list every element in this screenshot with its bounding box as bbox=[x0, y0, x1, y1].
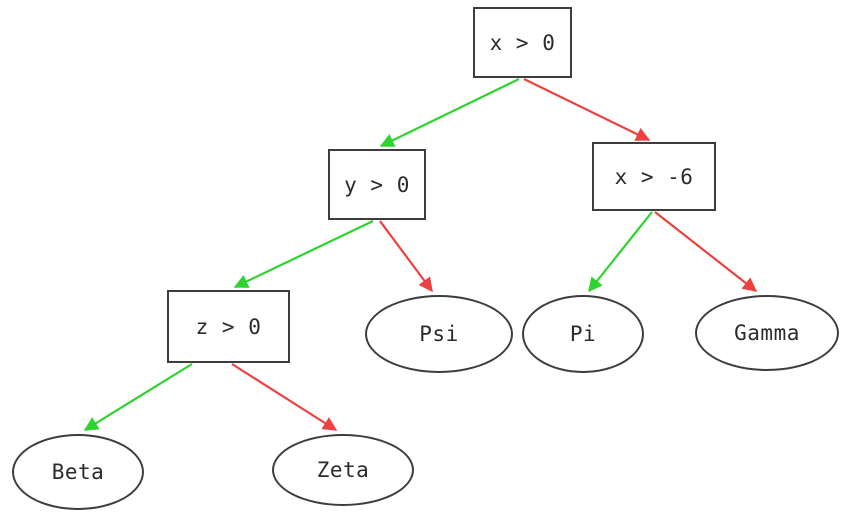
leaf-node-pi: Pi bbox=[522, 295, 644, 373]
decision-node-y-gt-0: y > 0 bbox=[328, 149, 426, 220]
edge-root-to-y-true bbox=[379, 78, 520, 147]
leaf-node-psi: Psi bbox=[365, 295, 513, 373]
edge-z-to-beta-true bbox=[83, 363, 193, 431]
edge-x6-to-pi-true bbox=[588, 211, 653, 293]
leaf-node-beta: Beta bbox=[12, 434, 144, 510]
decision-node-x-gt-0: x > 0 bbox=[473, 7, 572, 78]
edge-z-to-zeta-false bbox=[231, 363, 338, 431]
edge-root-to-x6-false bbox=[523, 78, 651, 141]
decision-node-x-gt-neg6: x > -6 bbox=[592, 142, 716, 211]
leaf-node-zeta: Zeta bbox=[272, 434, 414, 506]
leaf-node-gamma: Gamma bbox=[695, 295, 839, 371]
edge-y-to-z-true bbox=[233, 220, 374, 288]
edge-x6-to-gamma-false bbox=[654, 211, 758, 292]
decision-node-z-gt-0: z > 0 bbox=[167, 290, 290, 363]
edge-y-to-psi-false bbox=[379, 220, 433, 293]
